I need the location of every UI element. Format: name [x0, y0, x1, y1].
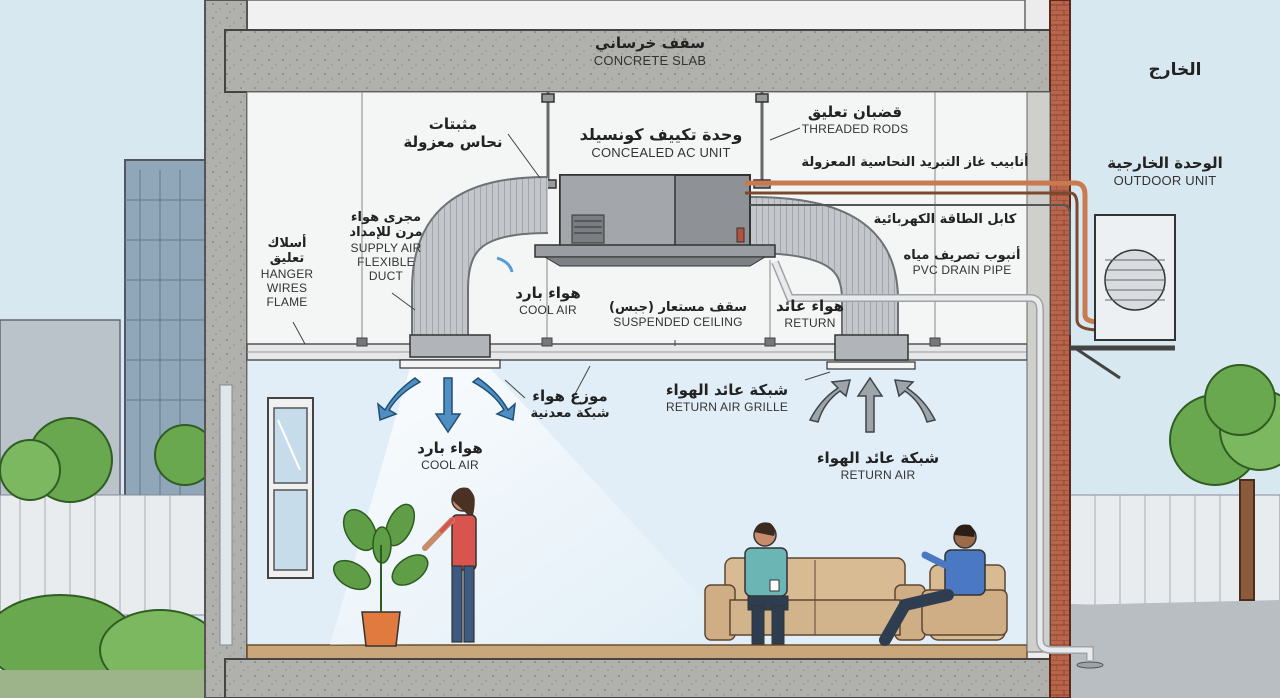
cool-air-lower-en: COOL AIR [421, 457, 479, 472]
cool-air-beam [330, 368, 740, 645]
label-supply-duct: مجرى هواء مرن للإمداد SUPPLY AIR FLEXIBL… [349, 210, 422, 283]
supply-duct-en2: FLEXIBLE [357, 254, 415, 269]
return-grille-ar: شبكة عائد الهواء [665, 381, 789, 399]
power-cable-ar: كابل الطاقة الكهربائية [873, 212, 1017, 227]
sidewalk [1070, 600, 1280, 698]
copper-pipe-2 [745, 191, 1101, 332]
outdoor-unit [1070, 214, 1176, 380]
threaded-rods-ar: قضبان تعليق [807, 103, 903, 121]
hanger-wires-ar2: تعليق [269, 251, 305, 267]
copper-pipes-ar: أنابيب غاز التبريد النحاسية المعزولة [801, 155, 1029, 170]
drain-pipe-ar: أنبوب تصريف مياه [903, 248, 1021, 263]
suspended-ceiling-en: SUSPENDED CEILING [613, 315, 743, 330]
label-outside: الخارج [1149, 60, 1202, 80]
label-diffuser: موزع هواء شبكة معدنية [530, 387, 610, 421]
label-cool-air-upper: هواء بارد COOL AIR [515, 284, 581, 317]
potted-plant [332, 503, 429, 647]
label-power-cable: كابل الطاقة الكهربائية [874, 212, 1017, 227]
suspended-ceiling-ar: سقف مستعار (جبس) [609, 300, 747, 315]
floor [246, 644, 1028, 660]
label-return-grille: شبكة عائد الهواء RETURN AIR GRILLE [665, 381, 789, 414]
outdoor-unit-ar: الوحدة الخارجية [1107, 154, 1223, 172]
supply-duct [413, 178, 549, 340]
return-upper-ar: هواء عائد [775, 297, 845, 315]
return-grille [826, 334, 916, 370]
supply-duct-en1: SUPPLY AIR [350, 240, 422, 255]
seated-man-2 [879, 524, 986, 646]
diffuser-ar2: شبكة معدنية [530, 405, 610, 421]
floor-slab [224, 658, 1051, 698]
label-return-upper: هواء عائد RETURN [775, 297, 845, 330]
cool-air-upper-en: COOL AIR [519, 302, 577, 317]
hanger-wires-en1: HANGER [260, 266, 314, 281]
concrete-slab-en: CONCRETE SLAB [593, 52, 707, 68]
label-concrete-slab: سقف خرساني CONCRETE SLAB [593, 34, 707, 68]
supply-duct-en3: DUCT [368, 268, 404, 283]
outside-ar: الخارج [1148, 60, 1202, 80]
leader-lines [292, 127, 831, 399]
copper-holders-ar1: مثبتات [428, 115, 478, 133]
label-outdoor-unit: الوحدة الخارجية OUTDOOR UNIT [1107, 154, 1223, 188]
threaded-rods-en: THREADED RODS [801, 121, 909, 136]
ground-left [0, 670, 230, 698]
outdoor-unit-en: OUTDOOR UNIT [1113, 172, 1217, 188]
concealed-ac-unit [534, 174, 776, 267]
hanger-wires-ar1: أسلاك [267, 236, 307, 251]
copper-holders-ar2: نحاس معزولة [403, 132, 503, 151]
brick-wall [1049, 0, 1071, 698]
return-upper-en: RETURN [784, 315, 836, 330]
label-suspended-ceiling: سقف مستعار (جبس) SUSPENDED CEILING [609, 300, 747, 329]
hanger-wires-en3: FLAME [266, 294, 308, 309]
concrete-slab [224, 29, 1051, 93]
supply-duct-ar1: مجرى هواء [350, 210, 422, 225]
return-grille-en: RETURN AIR GRILLE [665, 399, 789, 414]
cool-air-upper-ar: هواء بارد [515, 284, 581, 302]
label-return-air-lower: شبكة عائد الهواء RETURN AIR [816, 449, 940, 482]
drain-pipe-en: PVC DRAIN PIPE [912, 263, 1012, 278]
label-threaded-rods: قضبان تعليق THREADED RODS [801, 103, 909, 136]
label-copper-holders: مثبتات نحاس معزولة [403, 115, 503, 151]
cool-air-arrows [377, 377, 516, 434]
label-concealed-unit: وحدة تكييف كونسيلد CONCEALED AC UNIT [579, 125, 743, 160]
concealed-unit-ar: وحدة تكييف كونسيلد [579, 125, 743, 144]
window [267, 397, 314, 579]
label-hanger-wires: أسلاك تعليق HANGER WIRES FLAME [261, 236, 314, 309]
cool-air-lower-ar: هواء بارد [417, 439, 483, 457]
seated-man-1 [744, 522, 789, 645]
power-cable [750, 204, 1071, 335]
right-tree [1169, 364, 1280, 601]
fence-left [0, 494, 206, 616]
threaded-rods [546, 92, 764, 182]
label-drain-pipe: أنبوب تصريف مياه PVC DRAIN PIPE [904, 248, 1021, 277]
left-bushes [0, 417, 221, 691]
return-air-lower-en: RETURN AIR [840, 467, 916, 482]
supply-duct-ar2: مرن للإمداد [349, 225, 423, 241]
diffuser-ar1: موزع هواء [532, 387, 608, 405]
copper-pipe-1 [745, 180, 1101, 325]
return-air-lower-ar: شبكة عائد الهواء [816, 449, 940, 467]
concealed-unit-en: CONCEALED AC UNIT [591, 144, 731, 160]
label-copper-pipes: أنابيب غاز التبريد النحاسية المعزولة [801, 155, 1028, 170]
supply-diffuser [399, 334, 501, 369]
label-cool-air-lower: هواء بارد COOL AIR [417, 439, 483, 472]
return-duct [749, 198, 897, 340]
hanger-wires-en2: WIRES [266, 280, 308, 295]
concrete-slab-ar: سقف خرساني [595, 34, 705, 52]
woman-figure [422, 487, 477, 643]
return-air-arrows [808, 376, 937, 433]
